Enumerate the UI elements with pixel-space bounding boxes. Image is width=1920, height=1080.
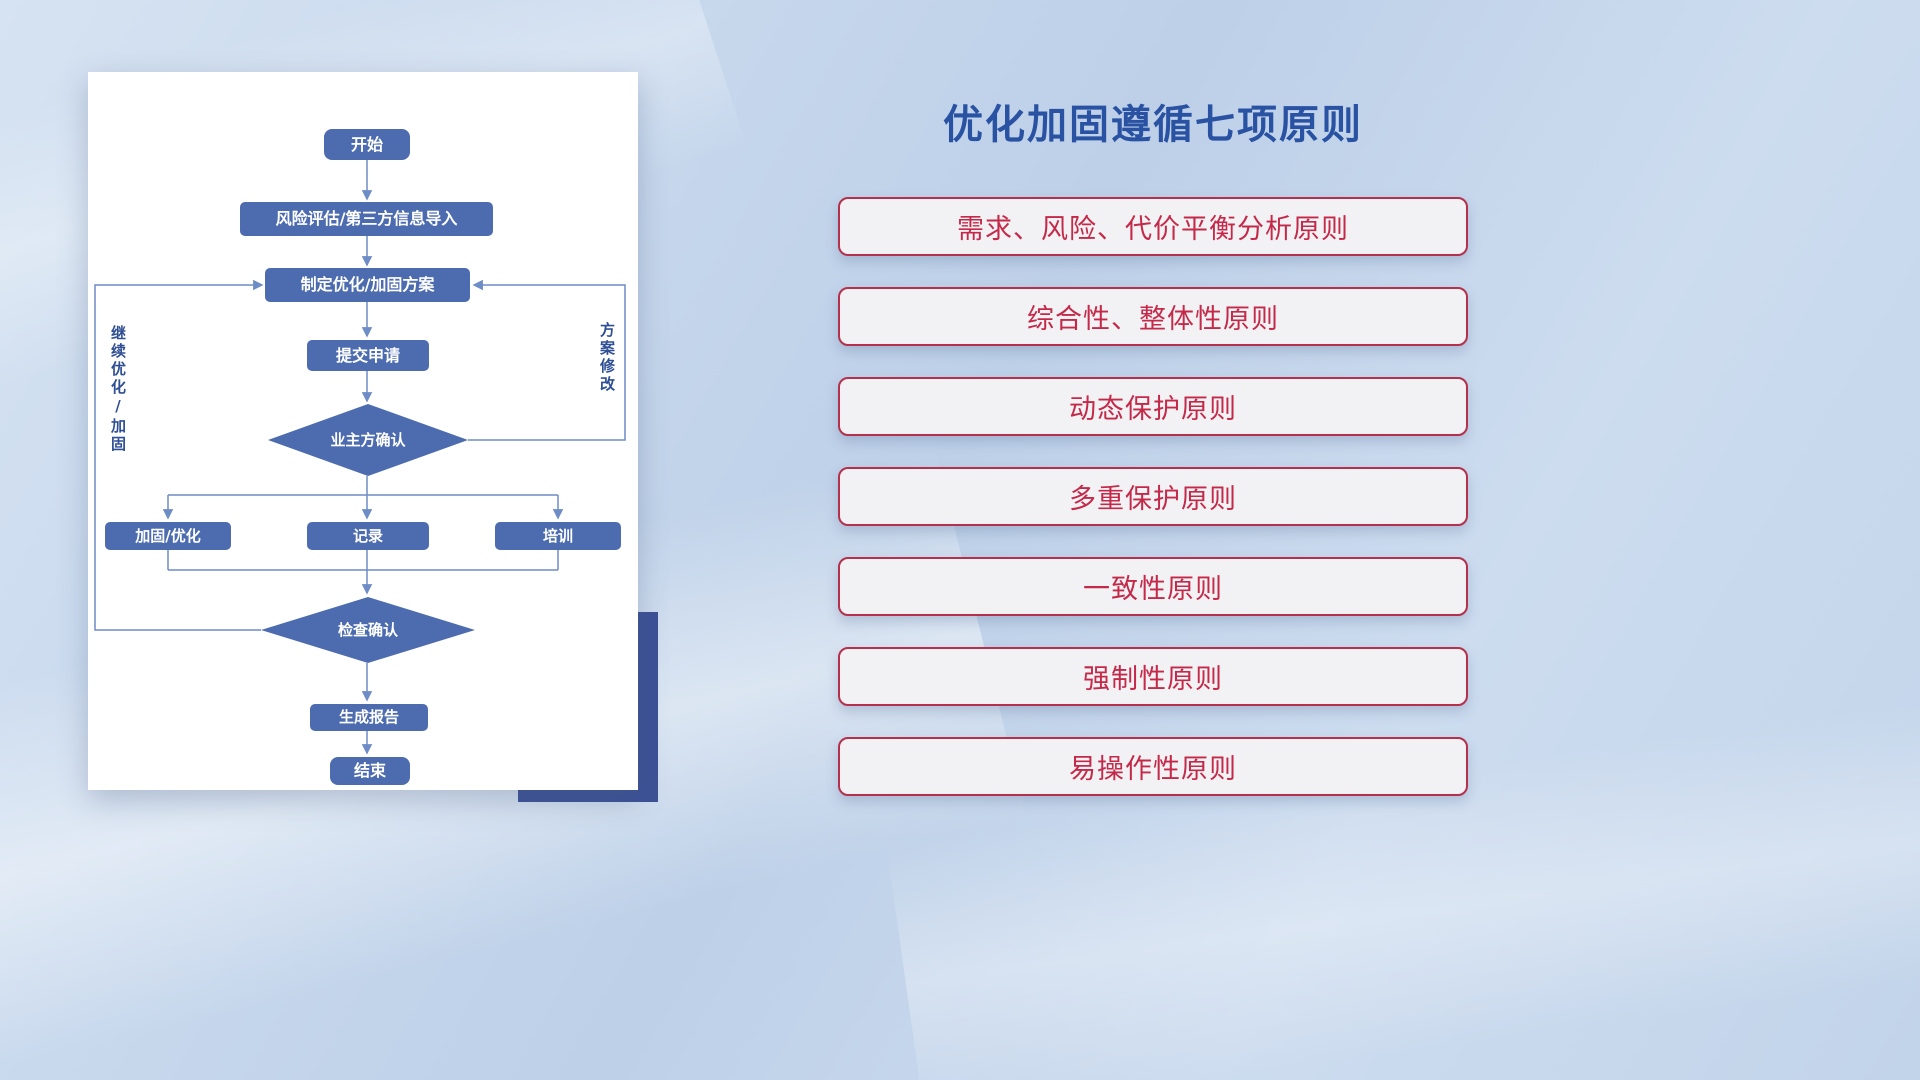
label-continue-optimize-loop: 继续优化/加固 (109, 325, 127, 454)
node-submit: 提交申请 (307, 340, 429, 371)
arrow-loop-plan-revision (468, 279, 626, 441)
principle-item-1: 需求、风险、代价平衡分析原则 (838, 197, 1468, 256)
flowchart-connectors (94, 160, 626, 755)
principle-item-7: 易操作性原则 (838, 737, 1468, 796)
arrow-loop-continue-optimize (94, 279, 264, 631)
node-risk-import: 风险评估/第三方信息导入 (240, 202, 493, 236)
principle-item-5: 一致性原则 (838, 557, 1468, 616)
principles-list: 需求、风险、代价平衡分析原则 综合性、整体性原则 动态保护原则 多重保护原则 一… (838, 197, 1468, 827)
node-make-plan: 制定优化/加固方案 (265, 268, 470, 302)
principle-item-3: 动态保护原则 (838, 377, 1468, 436)
flowchart-card: 开始 风险评估/第三方信息导入 制定优化/加固方案 提交申请 业主方确认 加固/… (88, 72, 638, 790)
node-record: 记录 (307, 522, 429, 550)
principle-item-6: 强制性原则 (838, 647, 1468, 706)
principle-item-2: 综合性、整体性原则 (838, 287, 1468, 346)
node-harden-optimize: 加固/优化 (105, 522, 231, 550)
principle-item-4: 多重保护原则 (838, 467, 1468, 526)
label-plan-revision-loop: 方案修改 (598, 322, 616, 394)
node-start: 开始 (324, 129, 410, 160)
node-generate-report: 生成报告 (310, 704, 428, 731)
page-title: 优化加固遵循七项原则 (943, 102, 1363, 148)
node-end: 结束 (330, 757, 410, 785)
node-training: 培训 (495, 522, 621, 550)
